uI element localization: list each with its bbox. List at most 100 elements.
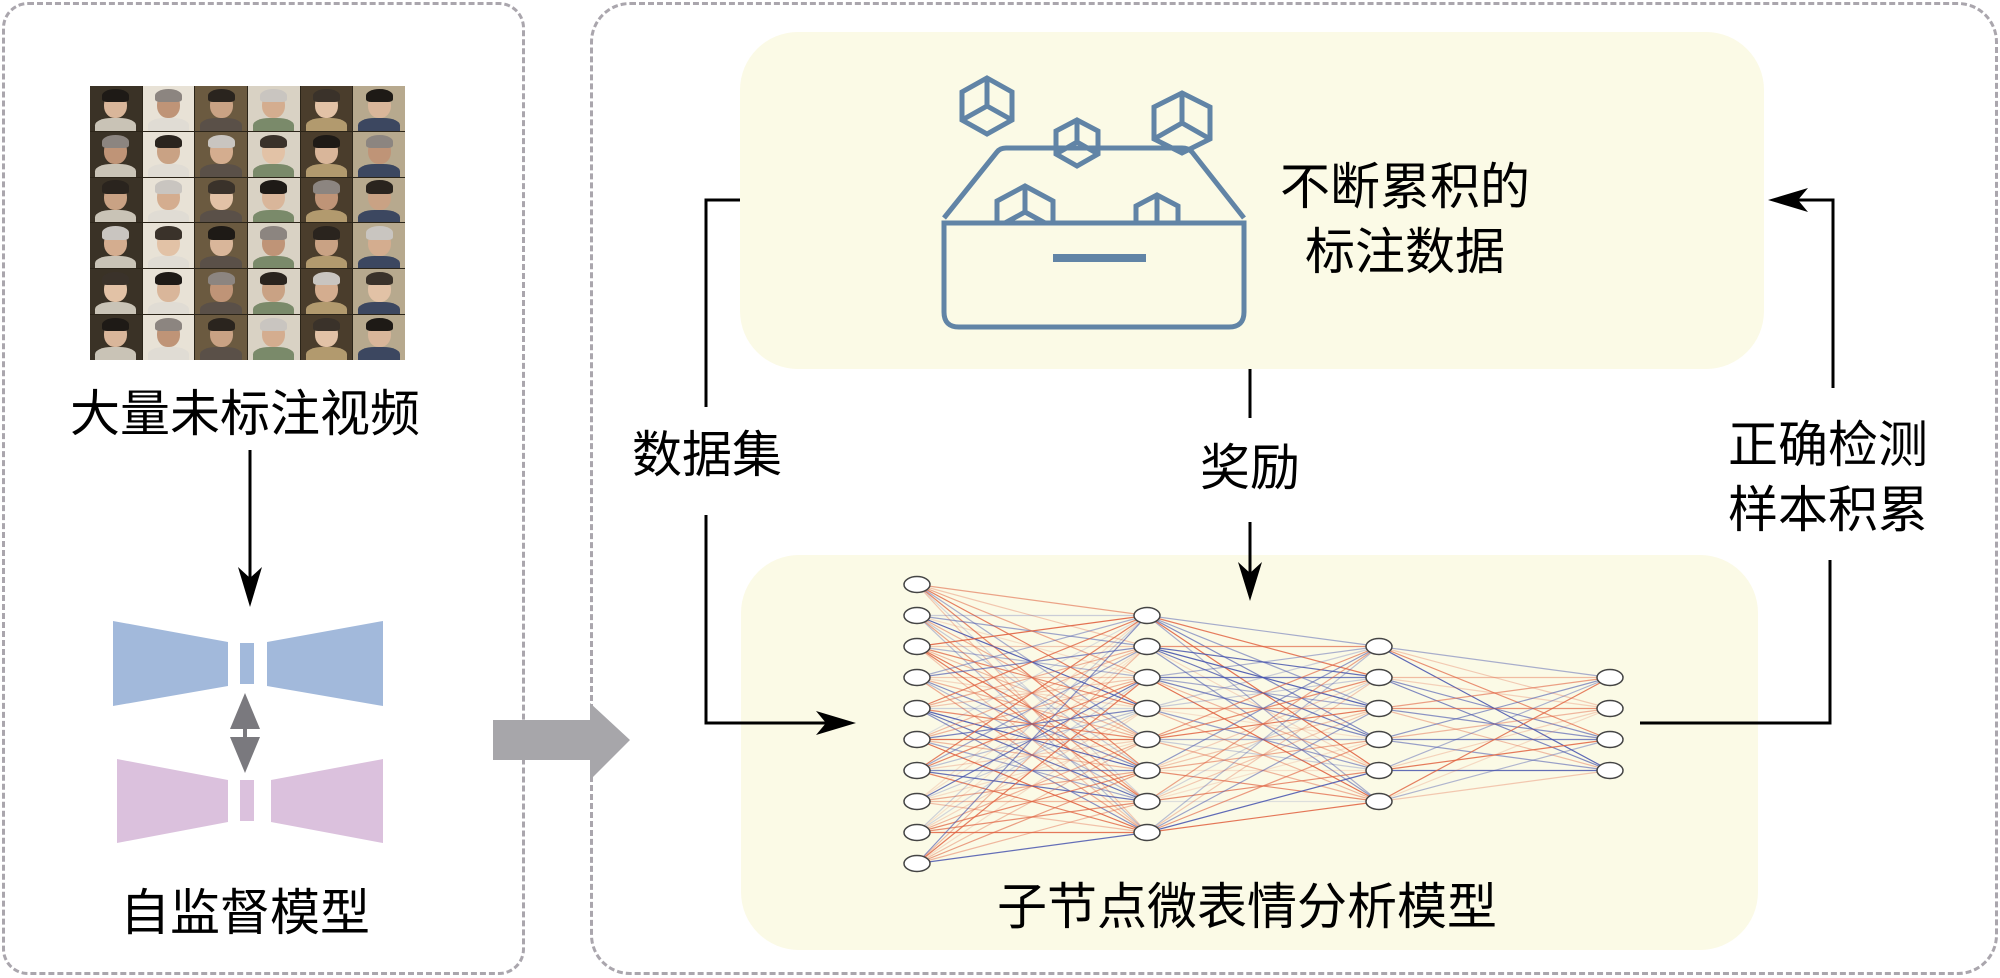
transfer-arrow: [493, 703, 630, 780]
video-thumbnail: [248, 315, 300, 360]
video-thumbnail: [353, 315, 405, 360]
unlabeled-videos-label: 大量未标注视频: [70, 385, 420, 443]
network-node: [1596, 699, 1624, 718]
bidirectional-arrow-icon: [230, 693, 260, 773]
network-edge: [1378, 676, 1611, 710]
video-thumbnail: [142, 223, 195, 269]
cube-icon: [1133, 192, 1181, 223]
network-edge: [916, 831, 1148, 865]
network-edge: [916, 645, 1148, 772]
network-node: [1365, 668, 1393, 687]
self-supervised-model-label: 自监督模型: [120, 884, 370, 942]
network-edge: [1146, 707, 1380, 834]
network-edge: [916, 677, 1148, 833]
network-edge: [1146, 800, 1380, 834]
network-edge: [916, 615, 1148, 833]
cube-icon: [1053, 117, 1101, 169]
cube-icon: [1151, 90, 1213, 156]
network-edge: [916, 583, 1148, 617]
network-node: [1133, 606, 1161, 625]
video-thumbnail: [195, 315, 247, 360]
video-thumbnail: [142, 315, 195, 360]
annotated-data-label: 不断累积的 标注数据: [1280, 155, 1530, 285]
network-node: [903, 637, 931, 656]
annotated-data-box: [740, 32, 1764, 369]
feedback-label-line-2: 样本积累: [1728, 481, 1928, 539]
video-thumbnail: [353, 269, 405, 315]
dataset-label: 数据集: [632, 426, 782, 484]
dataset-arrow: [704, 198, 856, 735]
network-edge: [1378, 676, 1611, 803]
network-node: [1365, 637, 1393, 656]
network-node: [1596, 761, 1624, 780]
network-edge: [1146, 645, 1380, 741]
network-edges: [916, 583, 1611, 865]
video-thumbnail: [90, 86, 142, 131]
cube-icon: [994, 183, 1056, 226]
video-thumbnail: [195, 131, 247, 177]
cube-icon: [959, 75, 1015, 137]
network-node: [1133, 668, 1161, 687]
video-thumbnail: [90, 177, 142, 223]
network-node: [1365, 761, 1393, 780]
network-edge: [1146, 707, 1380, 772]
network-edge: [1146, 645, 1380, 772]
video-thumbnail: [248, 131, 300, 177]
network-edge: [916, 677, 1148, 864]
video-thumbnail: [353, 86, 405, 131]
network-edge: [916, 738, 1148, 772]
network-edge: [1146, 645, 1380, 710]
network-node: [903, 761, 931, 780]
network-edge: [916, 646, 1148, 864]
network-edge: [1146, 677, 1380, 833]
video-thumbnail: [90, 269, 142, 315]
reward-arrow: [1238, 369, 1262, 601]
video-thumbnail: [90, 315, 142, 360]
analysis-model-label: 子节点微表情分析模型: [997, 878, 1497, 936]
left-panel: [2, 2, 525, 975]
network-node: [1596, 668, 1624, 687]
network-edge: [916, 583, 1148, 648]
decoder-bowtie-icon: [117, 759, 383, 843]
network-edge: [1146, 614, 1380, 648]
feedback-label-line-1: 正确检测: [1728, 416, 1928, 474]
network-edge: [1378, 645, 1611, 679]
network-node: [1133, 730, 1161, 749]
network-edge: [916, 615, 1148, 802]
network-node: [1365, 730, 1393, 749]
video-thumbnail: [195, 86, 247, 131]
network-node: [903, 699, 931, 718]
network-edge: [916, 738, 1148, 834]
box-with-cubes-icon: [941, 75, 1247, 330]
network-nodes: [903, 575, 1624, 873]
network-edge: [916, 614, 1148, 679]
annotated-data-label-line-2: 标注数据: [1305, 223, 1505, 281]
video-thumbnail: [300, 177, 353, 223]
video-thumbnail: [195, 177, 247, 223]
video-thumbnail: [248, 86, 300, 131]
video-thumbnail: [248, 177, 300, 223]
network-edge: [916, 614, 1148, 710]
network-node: [903, 792, 931, 811]
network-node: [903, 575, 931, 594]
network-edge: [916, 707, 1148, 803]
video-thumbnail: [300, 86, 353, 131]
network-edge: [1378, 676, 1611, 741]
network-edge: [916, 615, 1148, 864]
right-panel: [590, 2, 1998, 975]
network-node: [1365, 792, 1393, 811]
network-edge: [1378, 769, 1611, 803]
video-thumbnail: [90, 223, 142, 269]
network-edge: [916, 583, 1148, 710]
network-node: [1133, 823, 1161, 842]
network-node: [903, 854, 931, 873]
video-thumbnail: [353, 177, 405, 223]
video-thumbnail: [90, 131, 142, 177]
network-edge: [1146, 646, 1380, 833]
network-node: [903, 823, 931, 842]
network-edge: [1146, 738, 1380, 834]
network-node: [903, 668, 931, 687]
network-node: [1133, 699, 1161, 718]
video-thumbnail: [142, 131, 195, 177]
network-edge: [1146, 707, 1380, 772]
